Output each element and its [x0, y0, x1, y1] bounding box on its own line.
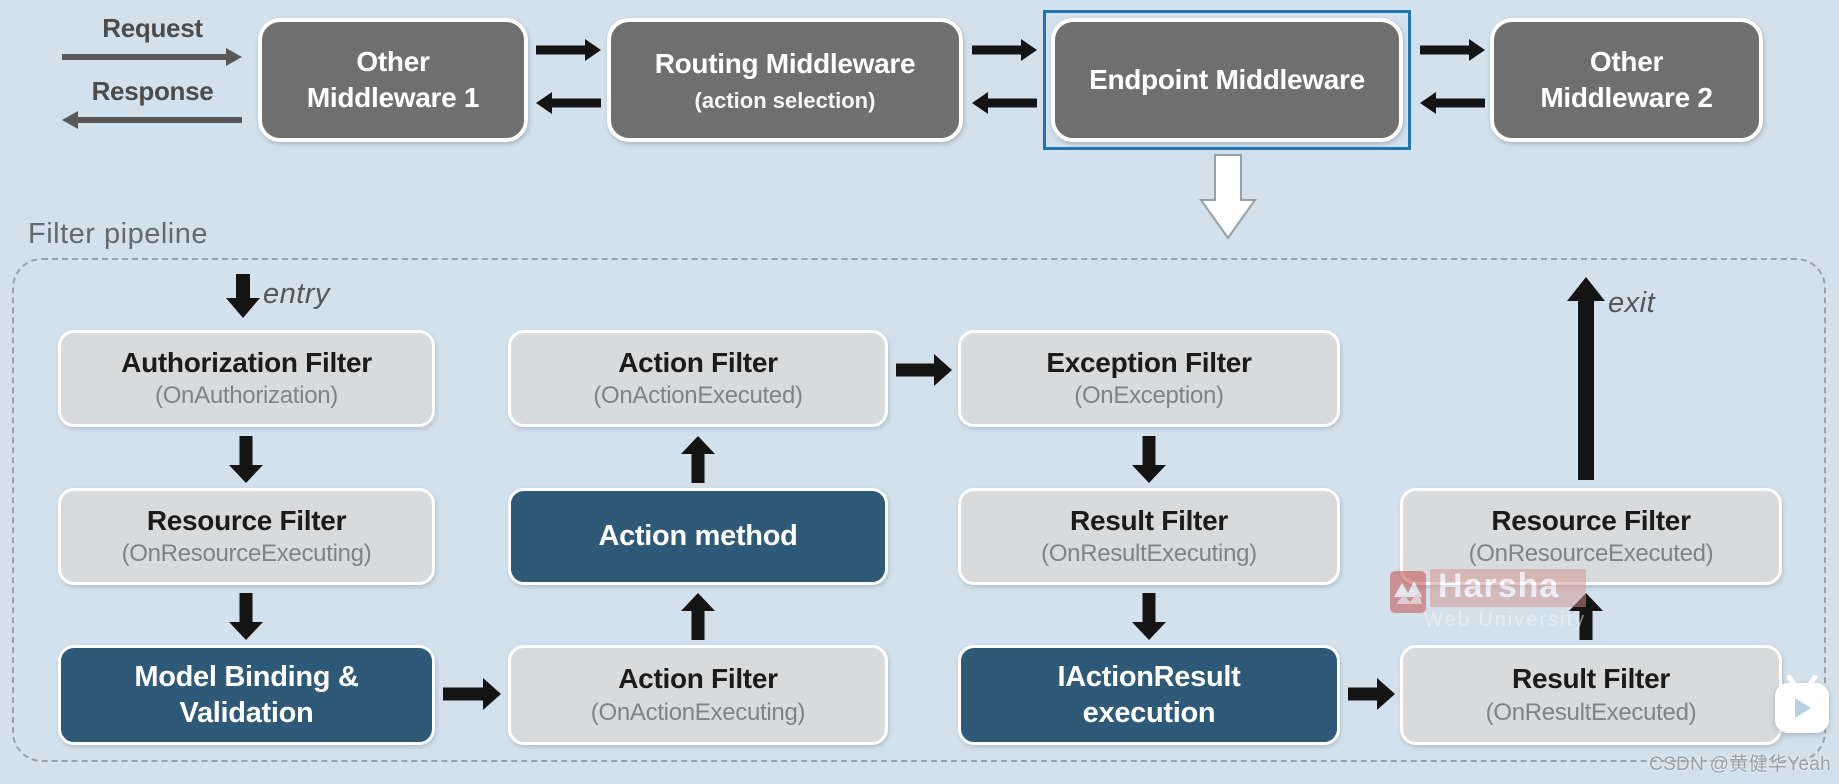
box-routing-middleware: Routing Middleware (action selection) [607, 18, 963, 142]
resource-filter-executing-subtitle: (OnResourceExecuting) [121, 540, 372, 568]
mw1-to-routing-arrow-icon [536, 39, 601, 61]
mw2-to-endpoint-arrow-icon [1420, 92, 1485, 114]
resource-filter-executing-title: Resource Filter [146, 504, 347, 536]
harsha-watermark-title: Harsha [1430, 568, 1587, 607]
response-label: Response [91, 76, 214, 106]
play-triangle-icon [1795, 698, 1811, 718]
box-routing-middleware-title: Routing Middleware [654, 48, 916, 80]
box-other-middleware-2: Other Middleware 2 [1490, 18, 1763, 142]
request-label: Request [102, 13, 203, 43]
request-arrow-icon [62, 48, 242, 66]
entry-label: entry [263, 278, 330, 310]
filter-pipeline-container [12, 258, 1826, 762]
authorization-filter-title: Authorization Filter [121, 346, 372, 378]
exception-filter-title: Exception Filter [1046, 346, 1252, 378]
box-resource-filter-executed: Resource Filter (OnResourceExecuted) [1400, 488, 1782, 585]
box-result-filter-executing: Result Filter (OnResultExecuting) [958, 488, 1340, 585]
box-other-middleware-1: Other Middleware 1 [258, 18, 528, 142]
result-filter-executed-subtitle: (OnResultExecuted) [1485, 698, 1697, 726]
authorization-filter-subtitle: (OnAuthorization) [155, 382, 338, 410]
resource-filter-executed-subtitle: (OnResourceExecuted) [1468, 540, 1714, 568]
exit-label: exit [1608, 287, 1656, 319]
endpoint-highlight-border: Endpoint Middleware [1043, 10, 1411, 150]
box-exception-filter: Exception Filter (OnException) [958, 330, 1340, 427]
endpoint-to-mw2-arrow-icon [1420, 39, 1485, 61]
model-binding-validation-title: Model Binding & Validation [134, 660, 359, 729]
action-filter-executed-title: Action Filter [618, 346, 778, 378]
box-routing-middleware-subtitle: (action selection) [694, 87, 876, 113]
result-filter-executed-title: Result Filter [1512, 663, 1670, 695]
action-method-title: Action method [598, 520, 798, 553]
box-authorization-filter: Authorization Filter (OnAuthorization) [58, 330, 435, 427]
box-action-filter-executing: Action Filter (OnActionExecuting) [508, 645, 888, 745]
play-button[interactable] [1775, 683, 1829, 733]
csdn-watermark: CSDN @黄健华Yeah [1649, 754, 1831, 775]
box-model-binding-validation: Model Binding & Validation [58, 645, 435, 745]
box-endpoint-middleware: Endpoint Middleware [1051, 18, 1403, 142]
routing-to-endpoint-arrow-icon [972, 39, 1037, 61]
action-filter-executed-subtitle: (OnActionExecuted) [593, 382, 803, 410]
harsha-watermark-subtitle: Web University [1424, 608, 1587, 631]
exception-filter-subtitle: (OnException) [1074, 382, 1224, 410]
box-result-filter-executed: Result Filter (OnResultExecuted) [1400, 645, 1782, 745]
result-filter-executing-title: Result Filter [1070, 504, 1228, 536]
box-other-middleware-2-title: Other Middleware 2 [1540, 45, 1713, 113]
action-filter-executing-title: Action Filter [618, 663, 778, 695]
response-arrow-icon [62, 111, 242, 129]
result-filter-executing-subtitle: (OnResultExecuting) [1041, 540, 1257, 568]
action-filter-executing-subtitle: (OnActionExecuting) [590, 698, 806, 726]
resource-filter-executed-title: Resource Filter [1491, 504, 1691, 536]
harsha-logo-icon [1390, 571, 1426, 613]
box-iactionresult-execution: IActionResult execution [958, 645, 1340, 745]
box-other-middleware-1-title: Other Middleware 1 [306, 45, 480, 113]
iactionresult-execution-title: IActionResult execution [1057, 660, 1241, 729]
endpoint-down-hollow-arrow-icon [1199, 154, 1257, 240]
box-action-filter-executed: Action Filter (OnActionExecuted) [508, 330, 888, 427]
routing-to-mw1-arrow-icon [536, 92, 601, 114]
box-resource-filter-executing: Resource Filter (OnResourceExecuting) [58, 488, 435, 585]
filter-pipeline-label: Filter pipeline [28, 218, 208, 250]
box-endpoint-middleware-title: Endpoint Middleware [1089, 63, 1365, 95]
endpoint-to-routing-arrow-icon [972, 92, 1037, 114]
harsha-watermark: Harsha Web University [1390, 568, 1587, 632]
box-action-method: Action method [508, 488, 888, 585]
